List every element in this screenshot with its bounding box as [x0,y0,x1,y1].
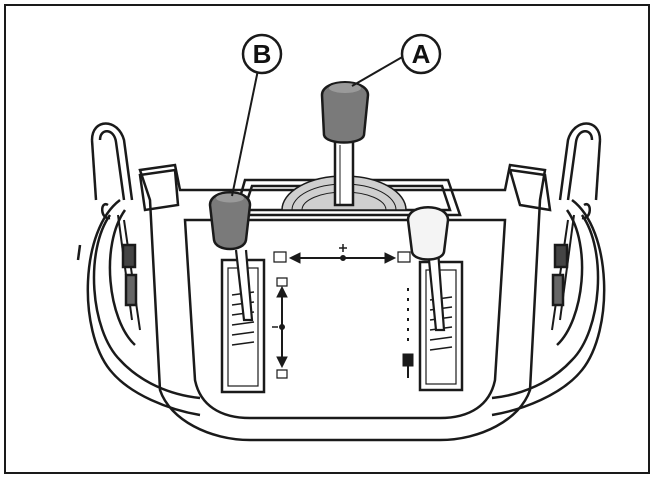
float-symbol-right-icon [397,251,411,263]
callout-a: A [351,33,442,87]
knob-a [320,81,370,144]
lever-b [208,191,266,394]
lower-symbol-icon [276,369,288,379]
right-handle [491,122,606,417]
hare-symbol-icon [402,353,414,367]
float-symbol-left-icon [273,251,287,263]
callout-b: B [231,33,283,197]
raise-symbol-icon [276,277,288,287]
callout-a-label: A [412,39,431,69]
knob-b [208,191,252,251]
left-handle [76,122,201,417]
lever-a [320,81,370,207]
direction-indicators [272,244,414,379]
knob-white [406,206,450,261]
callout-b-label: B [253,39,272,69]
lever-right [406,206,464,392]
